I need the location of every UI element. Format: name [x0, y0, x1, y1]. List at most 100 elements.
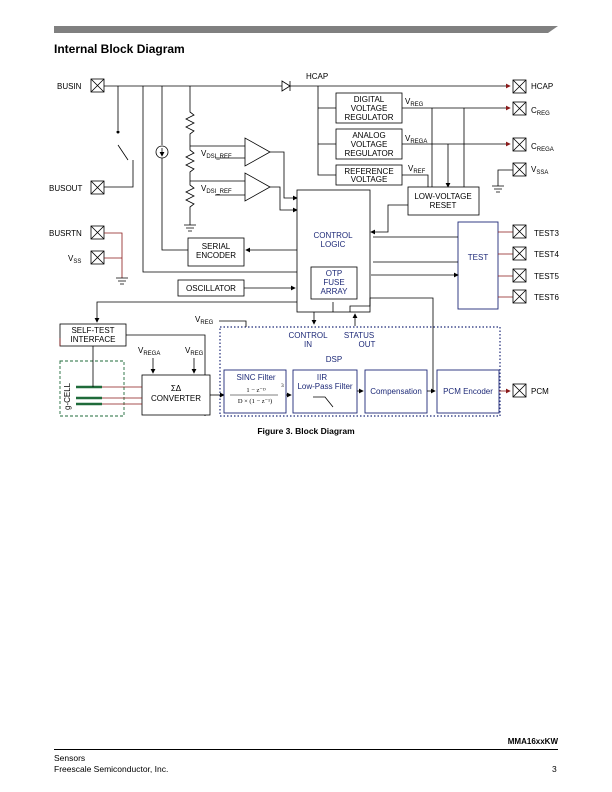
svg-text:LOGIC: LOGIC [321, 240, 346, 249]
pin-vssa-label: VSSA [531, 165, 548, 176]
pin-test5-label: TEST5 [534, 272, 559, 281]
pin-test3-label: TEST3 [534, 229, 559, 238]
svg-text:VOLTAGE: VOLTAGE [351, 140, 388, 149]
svg-text:SINC Filter: SINC Filter [236, 373, 275, 382]
control-in-label: CONTROL [288, 331, 328, 340]
test-block: TEST [457, 221, 499, 310]
svg-text:CONTROL: CONTROL [313, 231, 353, 240]
svg-text:Compensation: Compensation [370, 387, 422, 396]
svg-text:D × (1 − z⁻¹): D × (1 − z⁻¹) [238, 398, 272, 405]
svg-text:ANALOG: ANALOG [352, 131, 385, 140]
section-title: Internal Block Diagram [54, 42, 185, 56]
pin-busout [90, 180, 105, 195]
serial-encoder: SERIAL ENCODER [187, 237, 245, 267]
pin-pcm [512, 383, 527, 398]
svg-text:OSCILLATOR: OSCILLATOR [186, 284, 236, 293]
g-cell-label: g-CELL [63, 382, 72, 410]
pin-test3 [512, 224, 527, 239]
svg-text:Low-Pass Filter: Low-Pass Filter [297, 382, 352, 391]
pin-vss-label: VSS [68, 254, 81, 265]
pin-busout-label: BUSOUT [49, 184, 82, 193]
dsp-region [219, 326, 501, 417]
vdsi-ref-1-label: VDSI_REF [201, 149, 232, 160]
svg-text:DIGITAL: DIGITAL [354, 95, 385, 104]
digital-voltage-regulator: DIGITAL VOLTAGE REGULATOR [335, 92, 403, 124]
vreg-sd-label: VREG [185, 346, 204, 357]
svg-text:REGULATOR: REGULATOR [344, 113, 393, 122]
sigma-delta-converter: ΣΔ CONVERTER [141, 374, 211, 416]
g-cell [59, 360, 125, 417]
pcm-encoder: PCM Encoder [436, 369, 500, 414]
pin-test5 [512, 268, 527, 283]
iir-low-pass-filter: IIR Low-Pass Filter [292, 369, 358, 414]
pin-creg-label: CREG [531, 106, 550, 117]
footer-company: Freescale Semiconductor, Inc. [54, 764, 169, 774]
analog-voltage-regulator: ANALOG VOLTAGE REGULATOR [335, 128, 403, 160]
resistor-divider [185, 86, 195, 225]
svg-text:REGULATOR: REGULATOR [344, 149, 393, 158]
svg-text:LOW-VOLTAGE: LOW-VOLTAGE [414, 192, 471, 201]
svg-text:ARRAY: ARRAY [321, 287, 349, 296]
hcap-diode [281, 80, 291, 92]
page-number: 3 [552, 764, 557, 774]
control-in-label-2: IN [304, 340, 312, 349]
comparator-1 [244, 137, 271, 167]
svg-text:TEST: TEST [468, 253, 489, 262]
pin-busrtn [90, 225, 105, 240]
svg-text:REFERENCE: REFERENCE [344, 167, 393, 176]
figure-caption: Figure 3. Block Diagram [257, 426, 355, 436]
pin-hcap [512, 79, 527, 94]
svg-text:OTP: OTP [326, 269, 342, 278]
svg-text:SERIAL: SERIAL [202, 242, 231, 251]
svg-text:PCM Encoder: PCM Encoder [443, 387, 493, 396]
compensation: Compensation [364, 369, 428, 414]
pin-vss [90, 250, 105, 265]
svg-text:INTERFACE: INTERFACE [71, 335, 116, 344]
vref-out-label: VREF [408, 164, 426, 175]
svg-text:1 − z⁻ᴰ: 1 − z⁻ᴰ [246, 387, 265, 394]
pin-crega [512, 137, 527, 152]
status-out-label-2: OUT [359, 340, 376, 349]
svg-text:FUSE: FUSE [323, 278, 344, 287]
block-diagram: BUSIN BUSOUT BUSRTN VSS HCAP VDSI_REF VD… [49, 72, 559, 417]
vdsi-ref-2-label: VDSI_REF [201, 184, 232, 195]
svg-text:CONVERTER: CONVERTER [151, 394, 201, 403]
svg-text:IIR: IIR [317, 373, 327, 382]
pin-test4-label: TEST4 [534, 250, 559, 259]
svg-text:ΣΔ: ΣΔ [171, 384, 182, 393]
pin-test4 [512, 246, 527, 261]
status-out-label: STATUS [344, 331, 374, 340]
pin-vssa [512, 162, 527, 177]
pin-hcap-label: HCAP [531, 82, 553, 91]
pin-test6-label: TEST6 [534, 293, 559, 302]
svg-text:VOLTAGE: VOLTAGE [351, 104, 388, 113]
vrega-sd-label: VREGA [138, 346, 160, 357]
footer-category: Sensors [54, 753, 86, 763]
vrega-out-label: VREGA [405, 134, 427, 145]
pin-crega-label: CREGA [531, 142, 554, 153]
footer-part-number: MMA16xxKW [507, 737, 558, 746]
self-test-interface: SELF-TEST INTERFACE [59, 323, 127, 347]
vreg-out-label: VREG [405, 97, 424, 108]
vreg-dsp-label: VREG [195, 315, 214, 326]
dsp-label: DSP [326, 355, 342, 364]
comparator-2 [244, 172, 271, 202]
otp-fuse-array: OTP FUSE ARRAY [310, 266, 358, 300]
pin-test6 [512, 289, 527, 304]
hcap-node-label: HCAP [306, 72, 328, 81]
footer-rule [54, 749, 558, 750]
pin-creg [512, 101, 527, 116]
sinc-filter: SINC Filter 1 − z⁻ᴰ D × (1 − z⁻¹) 3 [223, 369, 287, 414]
pin-busin-label: BUSIN [57, 82, 82, 91]
reference-voltage: REFERENCE VOLTAGE [335, 164, 403, 186]
svg-text:VOLTAGE: VOLTAGE [351, 175, 388, 184]
busout-switch [104, 86, 134, 188]
pin-busin [90, 78, 105, 93]
header-bar [54, 26, 558, 33]
oscillator: OSCILLATOR [177, 279, 245, 297]
pin-busrtn-label: BUSRTN [49, 229, 82, 238]
svg-text:ENCODER: ENCODER [196, 251, 236, 260]
svg-text:SELF-TEST: SELF-TEST [71, 326, 114, 335]
svg-text:RESET: RESET [430, 201, 457, 210]
pin-pcm-label: PCM [531, 387, 549, 396]
